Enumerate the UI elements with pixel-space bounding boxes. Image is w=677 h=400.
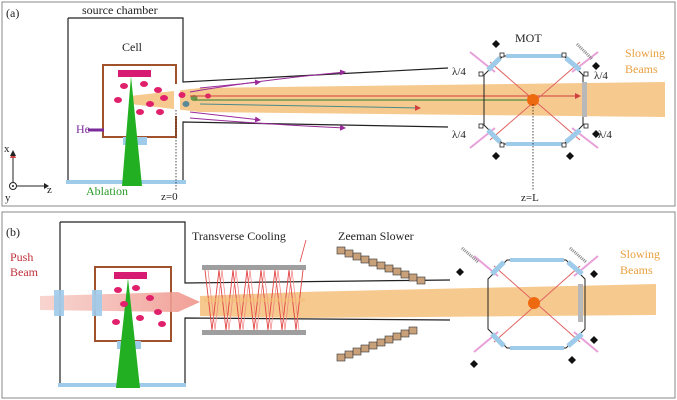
panel-b-tag: (b) bbox=[6, 225, 20, 239]
transverse-cooling-region bbox=[202, 239, 307, 335]
ablation-label: Ablation bbox=[86, 184, 128, 198]
push-window-1 bbox=[54, 290, 64, 316]
molecule-cloud-b bbox=[112, 285, 166, 327]
qwp-top-left: λ/4 bbox=[452, 66, 466, 78]
qwp-top-right: λ/4 bbox=[594, 70, 608, 82]
qwp-bottom-left: λ/4 bbox=[452, 129, 466, 141]
z0-label: z=0 bbox=[161, 191, 178, 203]
cell-heater-b bbox=[114, 272, 147, 279]
cell-heater bbox=[118, 70, 151, 77]
cell-aperture bbox=[174, 84, 180, 116]
source-chamber-label: source chamber bbox=[82, 3, 158, 17]
slowing-beam-b bbox=[200, 284, 656, 318]
slowing-label-a1: Slowing bbox=[625, 46, 665, 60]
push-label-2: Beam bbox=[10, 265, 39, 279]
axis-z-label: z bbox=[47, 184, 52, 196]
slowing-label-a2: Beams bbox=[625, 62, 658, 76]
zL-label: z=L bbox=[521, 192, 539, 204]
ablation-beam-b bbox=[116, 278, 140, 388]
push-beam bbox=[40, 292, 200, 312]
trajectories-a bbox=[189, 69, 581, 131]
mot-label: MOT bbox=[515, 31, 542, 45]
transverse-cooling-label: Transverse Cooling bbox=[192, 229, 286, 243]
zeeman-slower-label: Zeeman Slower bbox=[338, 229, 414, 243]
slowing-label-b1: Slowing bbox=[620, 247, 660, 261]
mot-octagon-b bbox=[456, 246, 599, 368]
axis-y-label: y bbox=[5, 192, 11, 204]
axis-indicator bbox=[9, 150, 49, 190]
mot-octagon-a bbox=[469, 40, 600, 160]
ablation-beam bbox=[122, 76, 142, 186]
push-window-2 bbox=[92, 290, 102, 316]
cell-label: Cell bbox=[122, 40, 143, 54]
he-label: He bbox=[76, 122, 90, 136]
panel-a-tag: (a) bbox=[6, 6, 19, 20]
axis-x-label: x bbox=[4, 143, 10, 155]
push-label-1: Push bbox=[10, 250, 33, 264]
zeeman-slower-magnets bbox=[336, 246, 426, 362]
slowing-label-b2: Beams bbox=[620, 263, 653, 277]
qwp-bottom-right: λ/4 bbox=[598, 129, 612, 141]
